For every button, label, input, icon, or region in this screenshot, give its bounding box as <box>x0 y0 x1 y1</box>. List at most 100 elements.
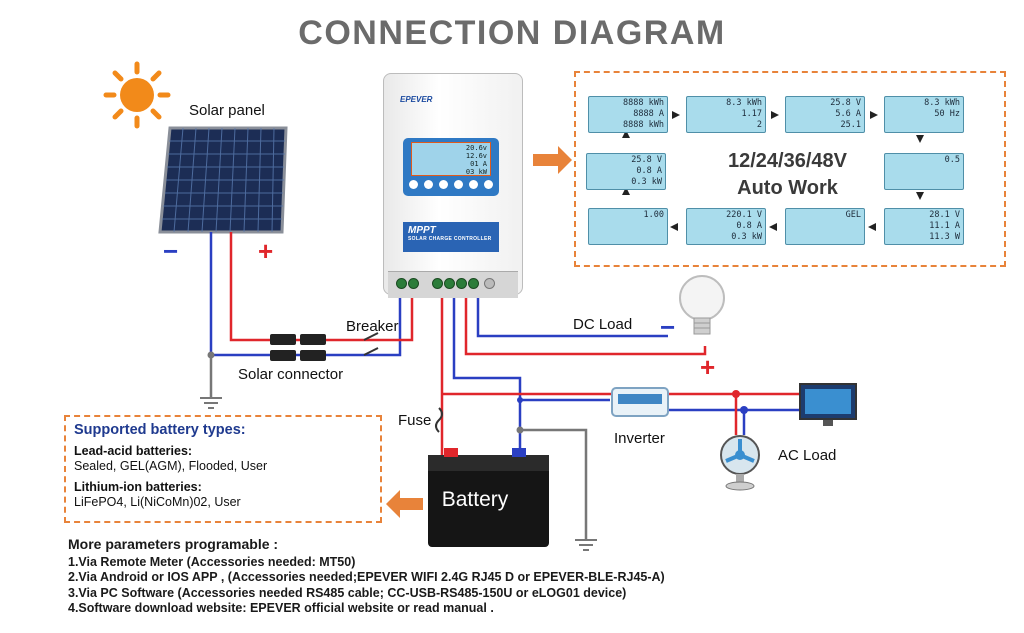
lcd-screen: 25.8 V 5.6 A 25.1 <box>785 96 865 133</box>
lcd-screen: 0.5 <box>884 153 964 190</box>
lead-acid-heading: Lead-acid batteries: <box>74 444 193 458</box>
lithium-list: LiFePO4, Li(NiCoMn)02, User <box>74 495 241 509</box>
controller-button <box>454 180 463 189</box>
controller-button <box>409 180 418 189</box>
controller-lcd-screen: 20.6v 12.6v 01 A 03 kW <box>411 142 491 176</box>
params-item: 3.Via PC Software (Accessories needed RS… <box>68 585 627 600</box>
controller-button <box>424 180 433 189</box>
lcd-screen: 8.3 kWh 50 Hz <box>884 96 964 133</box>
lcd-line: 11.1 A <box>929 221 960 231</box>
inverter-graphic <box>611 387 669 417</box>
controller-lcd-line: 03 kW <box>465 168 487 176</box>
lcd-line: 50 Hz <box>934 109 960 119</box>
voltage-range-text: 12/24/36/48V <box>728 150 847 172</box>
battery-label: Battery <box>441 488 509 511</box>
terminal-icon <box>408 278 419 289</box>
terminal-icon <box>396 278 407 289</box>
controller-lcd-line: 01 A <box>470 160 487 168</box>
controller-lcd-line: 20.6v <box>465 144 487 152</box>
lead-acid-list: Sealed, GEL(AGM), Flooded, User <box>74 459 268 473</box>
dc-load-label: DC Load <box>573 316 633 333</box>
lcd-line: 8888 kWh <box>623 120 664 130</box>
lcd-line: 8888 kWh <box>623 98 664 108</box>
terminal-icon <box>468 278 479 289</box>
lcd-screen: 220.1 V 0.8 A 0.3 kW <box>686 208 766 245</box>
lithium-heading: Lithium-ion batteries: <box>74 480 202 494</box>
lcd-line: 220.1 V <box>726 210 762 220</box>
lcd-line: GEL <box>845 210 861 220</box>
params-item: 1.Via Remote Meter (Accessories needed: … <box>68 555 356 570</box>
lcd-line: 1.17 <box>741 109 762 119</box>
inverter-label: Inverter <box>614 430 665 447</box>
lcd-line: 8.3 kWh <box>924 98 960 108</box>
lcd-screen: 25.8 V 0.8 A 0.3 kW <box>586 153 666 190</box>
lcd-line: 8888 A <box>633 109 664 119</box>
controller-button <box>484 180 493 189</box>
controller-subtitle: SOLAR CHARGE CONTROLLER <box>408 236 492 242</box>
lcd-line: 0.8 A <box>736 221 762 231</box>
lcd-line: 0.3 kW <box>731 232 762 242</box>
lcd-line: 0.8 A <box>636 166 662 176</box>
lcd-screen: 1.00 <box>588 208 668 245</box>
lcd-line: 0.5 <box>944 155 960 165</box>
lcd-screen: 28.1 V 11.1 A 11.3 W <box>884 208 964 245</box>
auto-work-caption: 12/24/36/48V Auto Work <box>700 148 875 202</box>
controller-button <box>439 180 448 189</box>
lcd-line: 25.8 V <box>631 155 662 165</box>
dc-load-minus-sign: − <box>660 312 676 342</box>
solar-ground-symbol <box>200 397 222 409</box>
auto-work-text: Auto Work <box>737 177 838 199</box>
solar-connector-label: Solar connector <box>238 366 344 383</box>
lcd-line: 25.8 V <box>830 98 861 108</box>
solar-panel-label: Solar panel <box>189 102 265 119</box>
light-bulb-icon <box>679 275 725 335</box>
controller-terminal-block <box>388 271 518 298</box>
lcd-screen: 8.3 kWh 1.17 2 <box>686 96 766 133</box>
lcd-line: 5.6 A <box>835 109 861 119</box>
battery-types-box: Supported battery types: Lead-acid batte… <box>64 415 382 523</box>
lcd-line: 2 <box>756 120 762 130</box>
battery-ground-symbol <box>575 539 597 551</box>
lcd-line: 8.3 kWh <box>726 98 762 108</box>
battery-graphic <box>428 448 549 547</box>
controller-lcd-line: 12.6v <box>465 152 487 160</box>
params-heading: More parameters programable : <box>68 536 279 552</box>
breaker-label: Breaker <box>346 318 399 335</box>
dc-load-plus-sign: + <box>700 352 716 382</box>
lcd-line: 28.1 V <box>929 210 960 220</box>
lcd-line: 0.3 kW <box>631 177 662 187</box>
solar-panel-graphic <box>158 126 288 234</box>
controller-button <box>469 180 478 189</box>
sun-icon <box>103 61 171 129</box>
controller-model-plate: MPPT SOLAR CHARGE CONTROLLER <box>403 222 499 252</box>
screen-flow-arrows <box>622 111 924 231</box>
terminal-icon <box>484 278 495 289</box>
lcd-line: 25.1 <box>840 120 861 130</box>
terminal-icon <box>432 278 443 289</box>
terminal-icon <box>456 278 467 289</box>
params-item: 2.Via Android or IOS APP , (Accessories … <box>68 570 665 585</box>
fuse-label: Fuse <box>398 412 432 429</box>
programmable-params: More parameters programable : 1.Via Remo… <box>68 536 665 616</box>
terminal-icon <box>444 278 455 289</box>
controller-model: MPPT <box>408 225 436 236</box>
solar-plus-sign: + <box>258 236 274 266</box>
controller-brand: EPEVER <box>400 95 433 104</box>
page-title: CONNECTION DIAGRAM <box>298 14 726 52</box>
breaker-switch <box>363 332 379 356</box>
battery-types-heading: Supported battery types: <box>74 422 246 438</box>
solar-minus-sign: − <box>163 236 179 266</box>
monitor-icon <box>799 383 857 426</box>
ac-load-label: AC Load <box>778 447 837 464</box>
fuse-symbol <box>435 407 443 433</box>
lcd-screen: 8888 kWh 8888 A 8888 kWh <box>588 96 668 133</box>
params-item: 4.Software download website: EPEVER offi… <box>68 600 494 615</box>
solar-connector-graphic <box>270 334 326 361</box>
lcd-line: 11.3 W <box>929 232 960 242</box>
fan-icon <box>720 435 760 491</box>
display-screens-panel <box>574 71 1006 267</box>
orange-arrow-icons <box>386 146 572 518</box>
lcd-line: 1.00 <box>643 210 664 220</box>
lcd-screen: GEL <box>785 208 865 245</box>
